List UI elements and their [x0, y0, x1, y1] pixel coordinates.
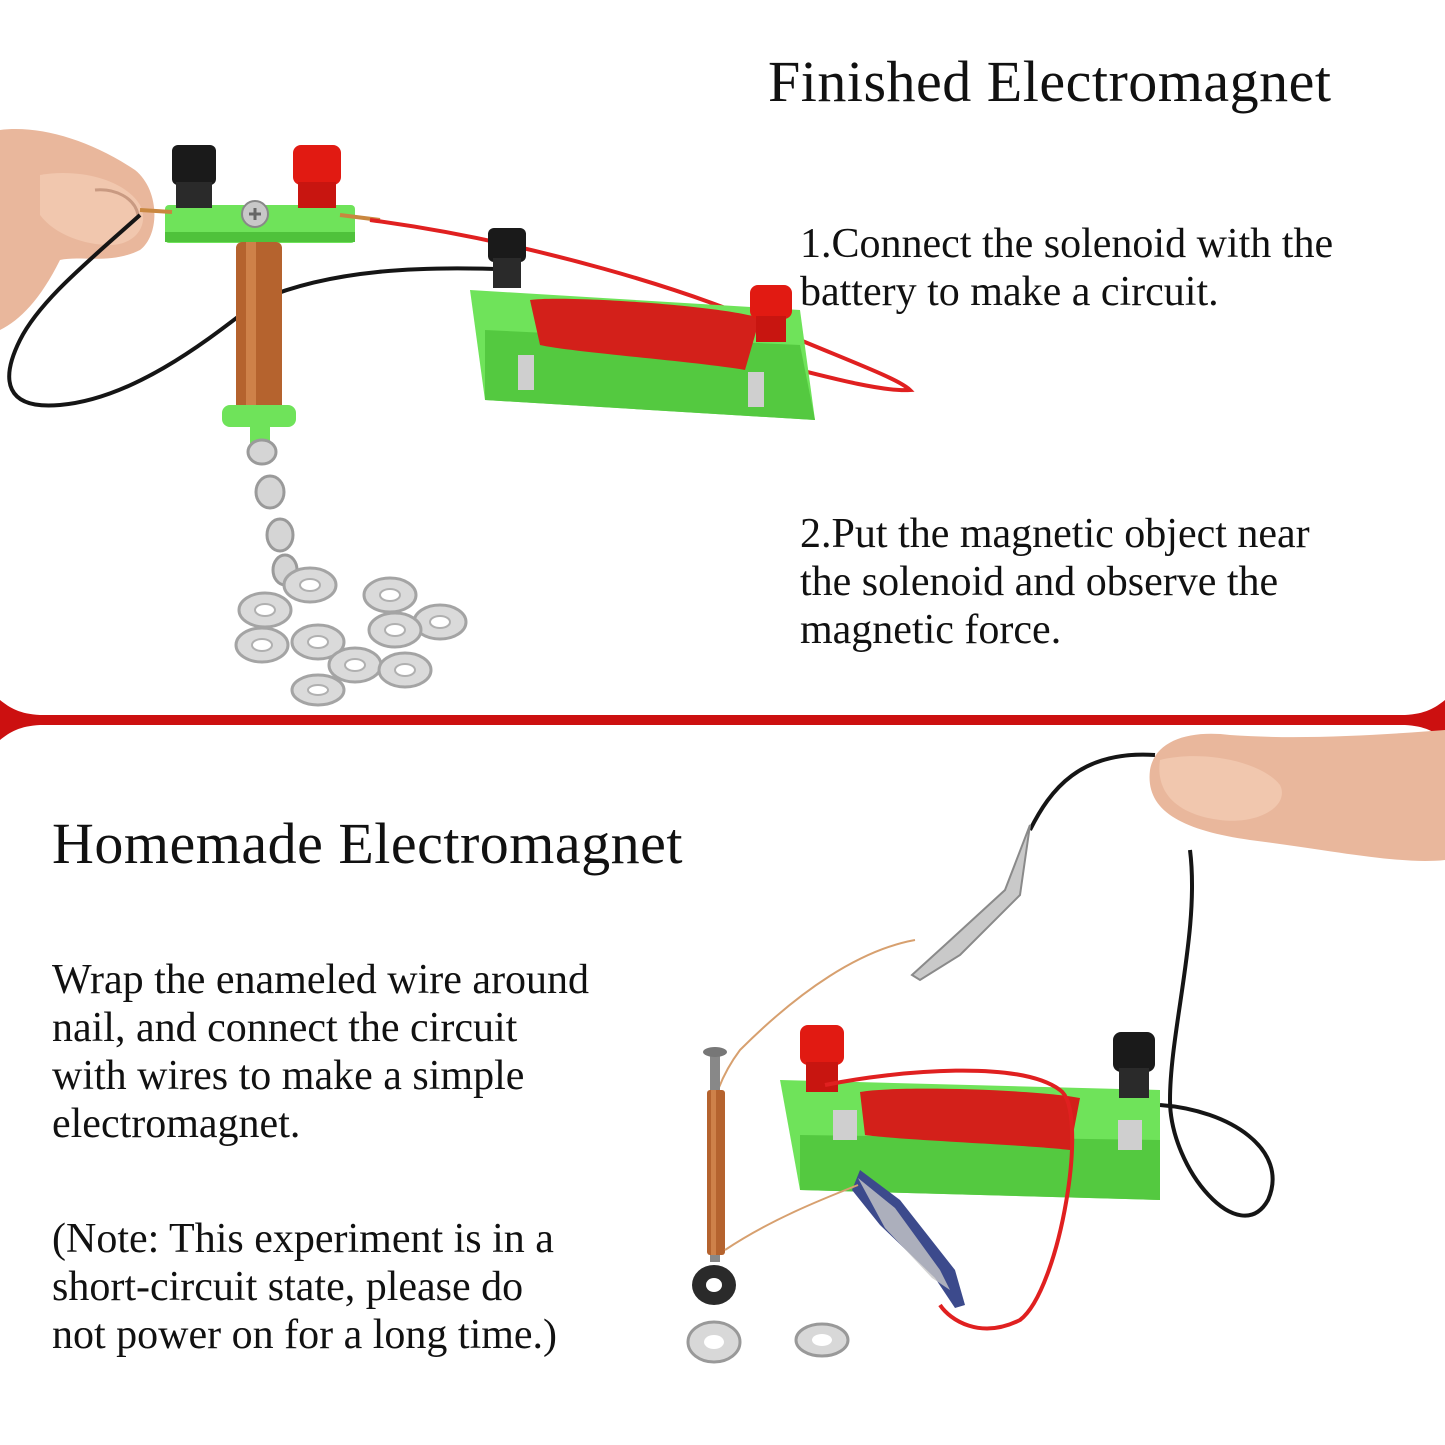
washers-pile	[234, 566, 468, 707]
hand-left	[0, 129, 155, 330]
finished-step-2-line-2: the solenoid and observe the	[800, 559, 1279, 605]
battery-holder	[470, 228, 815, 420]
washer-chain	[246, 438, 299, 587]
homemade-note-line-3: not power on for a long time.)	[52, 1312, 558, 1358]
finished-step-2-line-1: 2.Put the magnetic object near	[800, 511, 1310, 557]
finished-step-1-line-2: battery to make a circuit.	[800, 269, 1219, 315]
finished-step-2: 2.Put the magnetic object near the solen…	[800, 510, 1440, 654]
red-divider	[0, 700, 1445, 740]
solenoid-board	[139, 145, 381, 243]
homemade-note: (Note: This experiment is in a short-cir…	[52, 1215, 692, 1359]
finished-step-2-line-3: magnetic force.	[800, 607, 1062, 653]
homemade-electromagnet-panel: Homemade Electromagnet Wrap the enameled…	[0, 730, 1445, 1445]
alligator-clip-bottom	[852, 1170, 965, 1308]
battery-holder-bottom	[780, 1025, 1160, 1200]
copper-coil	[222, 242, 296, 447]
homemade-title: Homemade Electromagnet	[52, 811, 684, 876]
homemade-description-line-2: nail, and connect the circuit	[52, 1005, 518, 1051]
homemade-description-line-1: Wrap the enameled wire around	[52, 957, 590, 1003]
homemade-electromagnet-photo	[686, 730, 1445, 1364]
washers	[686, 1265, 850, 1364]
hand-right	[1149, 730, 1445, 861]
homemade-description: Wrap the enameled wire around nail, and …	[52, 956, 712, 1148]
finished-step-1-line-1: 1.Connect the solenoid with the	[800, 221, 1334, 267]
homemade-note-line-1: (Note: This experiment is in a	[52, 1216, 554, 1262]
finished-electromagnet-panel: Finished Electromagnet 1.Connect the sol…	[0, 0, 1445, 712]
homemade-description-line-3: with wires to make a simple	[52, 1053, 525, 1099]
homemade-note-line-2: short-circuit state, please do	[52, 1264, 524, 1310]
homemade-description-line-4: electromagnet.	[52, 1101, 301, 1147]
finished-electromagnet-photo	[0, 129, 915, 707]
finished-step-1: 1.Connect the solenoid with the battery …	[800, 220, 1445, 316]
finished-title: Finished Electromagnet	[768, 49, 1332, 114]
nail-coil	[703, 1047, 727, 1262]
alligator-clip-top	[910, 824, 1031, 982]
